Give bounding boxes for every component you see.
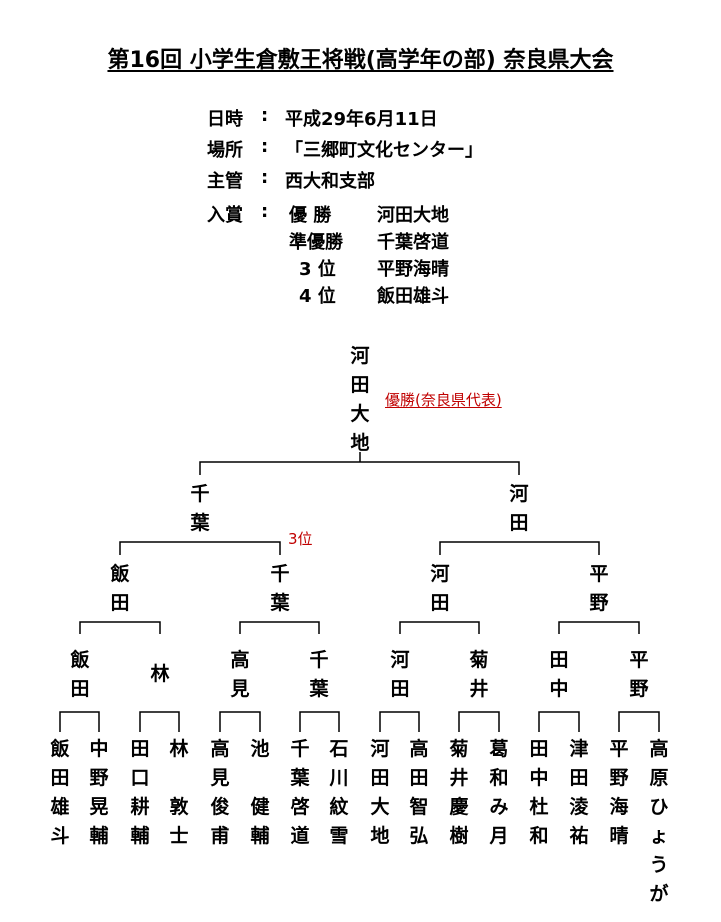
- player-name: 高田智弘: [409, 738, 429, 847]
- awards-colon: :: [261, 201, 269, 222]
- bracket-line-r16: [379, 711, 420, 732]
- semi-name: 河田: [430, 563, 450, 614]
- award-name: 飯田雄斗: [377, 286, 449, 307]
- player-name: 池 健輔: [250, 738, 270, 847]
- bracket-line-quarter: [79, 621, 161, 634]
- place-label: 場所: [207, 140, 243, 161]
- final-left-name: 千葉: [190, 483, 210, 534]
- player-name: 津田淩祐: [569, 738, 589, 847]
- quarter-name: 菊井: [469, 649, 489, 700]
- quarter-name: 飯田: [70, 649, 90, 700]
- quarter-name: 田中: [549, 649, 569, 700]
- awards-label: 入賞: [207, 205, 243, 226]
- semi-name: 平野: [589, 563, 609, 614]
- award-rank: 優 勝: [289, 205, 332, 226]
- bracket-line-semi-left: [119, 541, 281, 555]
- third-place-note: 3位: [288, 530, 313, 548]
- host-colon: :: [261, 167, 269, 188]
- award-rank: 4 位: [299, 286, 336, 307]
- place-colon: :: [261, 136, 269, 157]
- host-value: 西大和支部: [285, 171, 375, 192]
- page-title: 第16回 小学生倉敷王将戦(高学年の部) 奈良県大会: [107, 48, 614, 73]
- bracket-line-r16: [618, 711, 660, 732]
- bracket-line-quarter: [239, 621, 320, 634]
- player-name: 葛和み月: [489, 738, 509, 847]
- player-name: 中野晃輔: [89, 738, 109, 847]
- quarter-name: 河田: [390, 649, 410, 700]
- award-name: 河田大地: [377, 205, 449, 226]
- quarter-name: 千葉: [309, 649, 329, 700]
- award-name: 千葉啓道: [377, 232, 449, 253]
- date-label: 日時: [207, 109, 243, 130]
- award-name: 平野海晴: [377, 259, 449, 280]
- bracket-line-quarter: [558, 621, 640, 634]
- champion-name: 河田大地: [350, 345, 370, 454]
- bracket-line-r16: [59, 711, 100, 732]
- player-name: 平野海晴: [609, 738, 629, 847]
- award-rank: 3 位: [299, 259, 336, 280]
- host-label: 主管: [207, 171, 243, 192]
- champion-note: 優勝(奈良県代表): [385, 391, 502, 409]
- player-name: 高見俊甫: [210, 738, 230, 847]
- player-name: 高原ひょうが: [649, 738, 669, 905]
- award-rank: 準優勝: [289, 232, 343, 253]
- player-name: 飯田雄斗: [50, 738, 70, 847]
- bracket-line-r16: [299, 711, 340, 732]
- date-colon: :: [261, 105, 269, 126]
- date-value: 平成29年6月11日: [285, 109, 438, 130]
- quarter-name: 林: [150, 663, 170, 685]
- bracket-line-r16: [219, 711, 261, 732]
- quarter-name: 高見: [230, 649, 250, 700]
- bracket-line-r16: [139, 711, 180, 732]
- player-name: 河田大地: [370, 738, 390, 847]
- player-name: 田口耕輔: [130, 738, 150, 847]
- place-value: 「三郷町文化センター」: [285, 140, 483, 161]
- player-name: 林 敦士: [169, 738, 189, 847]
- bracket-line-r16: [458, 711, 500, 732]
- bracket-line-quarter: [399, 621, 480, 634]
- semi-name: 千葉: [270, 563, 290, 614]
- quarter-name: 平野: [629, 649, 649, 700]
- bracket-line-final: [199, 461, 520, 475]
- player-name: 田中杜和: [529, 738, 549, 847]
- final-right-name: 河田: [509, 483, 529, 534]
- player-name: 菊井慶樹: [449, 738, 469, 847]
- player-name: 千葉啓道: [290, 738, 310, 847]
- player-name: 石川紋雪: [329, 738, 349, 847]
- bracket-line-semi-right: [439, 541, 600, 555]
- semi-name: 飯田: [110, 563, 130, 614]
- bracket-line-r16: [538, 711, 580, 732]
